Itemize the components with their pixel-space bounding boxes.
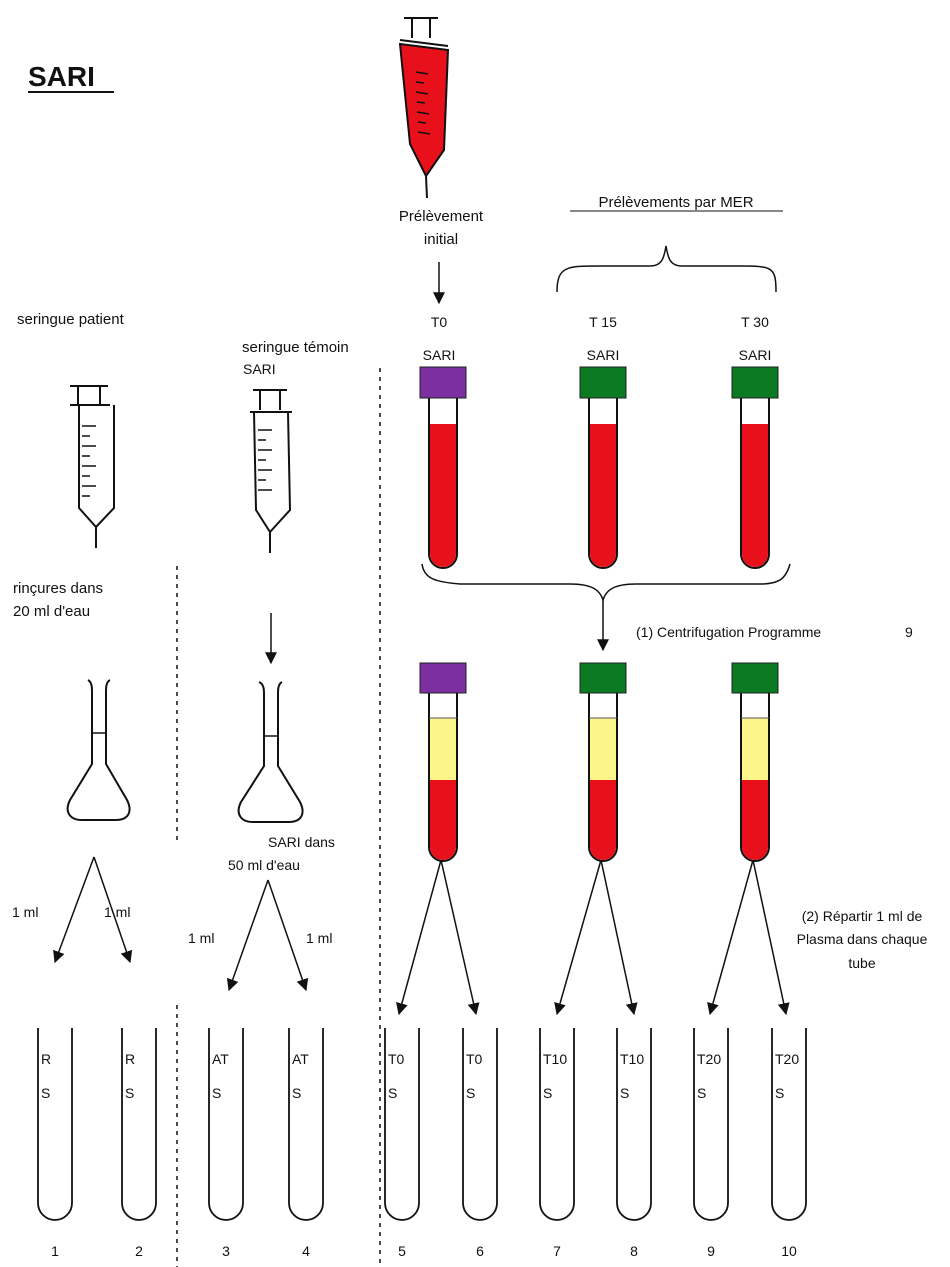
sample-tube-suffix: S [212, 1085, 221, 1101]
patient-flask-icon [66, 679, 131, 821]
sample-tube-code: T20 [697, 1051, 721, 1067]
control-syringe-label-line2: SARI [243, 361, 276, 377]
sample-tube-code: T0 [388, 1051, 405, 1067]
sample-tube-code: T10 [543, 1051, 567, 1067]
distribute-label-line2: Plasma dans chaque [797, 931, 928, 947]
sample-tube-number: 8 [630, 1243, 638, 1259]
blood-tube-1-drug: SARI [423, 347, 456, 363]
control-syringe-icon [250, 389, 292, 553]
sample-tube-outline [771, 1028, 807, 1221]
blood-tube-2-drug: SARI [587, 347, 620, 363]
split-arrows [53, 856, 790, 1016]
sample-tube-number: 10 [781, 1243, 797, 1259]
sample-tube-5: T0S 5 [384, 1028, 420, 1259]
sample-tube-number: 6 [476, 1243, 484, 1259]
sample-tube-number: 2 [135, 1243, 143, 1259]
sample-tube-outline [208, 1028, 244, 1221]
sample-tube-outline [462, 1028, 498, 1221]
centrifuged-tube-t0-icon [419, 662, 467, 862]
sample-tube-code: R [41, 1051, 51, 1067]
initial-draw-label-line2: initial [424, 231, 458, 248]
sample-tube-code: T20 [775, 1051, 799, 1067]
sample-tube-suffix: S [620, 1085, 629, 1101]
sample-tube-number: 4 [302, 1243, 310, 1259]
blood-tube-3-time: T 30 [741, 314, 769, 330]
sample-tube-number: 7 [553, 1243, 561, 1259]
centrifugation-label: (1) Centrifugation Programme [636, 624, 821, 640]
blood-tube-t15-icon [579, 366, 627, 569]
page-title: SARI [28, 61, 95, 92]
control-syringe-label-line1: seringue témoin [242, 339, 349, 356]
sample-tube-suffix: S [466, 1085, 475, 1101]
sample-tube-4: AT S 4 [288, 1028, 324, 1259]
initial-draw-label-line1: Prélèvement [399, 208, 484, 225]
sample-tube-suffix: S [41, 1085, 50, 1101]
patient-syringe-icon [70, 385, 115, 548]
sample-tube-3: AT S 3 [208, 1028, 244, 1259]
sample-tube-6: T0S 6 [462, 1028, 498, 1259]
control-flask-icon [237, 681, 304, 823]
sample-tubes: RS1RS2ATS3ATS4T0S5T0S6T10S7T10S8T20S9T20… [37, 1028, 807, 1259]
patient-syringe-label: seringue patient [17, 311, 125, 328]
rinse-label-line2: 20 ml d'eau [13, 603, 90, 620]
centrifugation-program: 9 [905, 624, 913, 640]
sample-tube-suffix: S [775, 1085, 784, 1101]
distribute-label-line1: (2) Répartir 1 ml de [802, 908, 923, 924]
sample-tube-suffix: S [697, 1085, 706, 1101]
sample-tube-outline [384, 1028, 420, 1221]
volume-label-2: 1 ml [104, 904, 130, 920]
mer-brace [556, 245, 777, 293]
sample-tube-code: R [125, 1051, 135, 1067]
sari-water-label-line1: SARI dans [268, 834, 335, 850]
sample-tube-outline [121, 1028, 157, 1221]
sample-tube-1: R S 1 [37, 1028, 73, 1259]
centrifuged-tube-t15-icon [579, 662, 627, 862]
sample-tube-number: 9 [707, 1243, 715, 1259]
sample-tube-code: AT [212, 1051, 229, 1067]
centrifugation-brace [421, 563, 791, 603]
sample-tube-outline [539, 1028, 575, 1221]
sample-tube-outline [693, 1028, 729, 1221]
mer-draws-label: Prélèvements par MER [598, 194, 753, 211]
sample-tube-number: 5 [398, 1243, 406, 1259]
blood-tube-2-time: T 15 [589, 314, 617, 330]
sample-tube-outline [37, 1028, 73, 1221]
sample-tube-code: AT [292, 1051, 309, 1067]
centrifuged-tube-t30-icon [731, 662, 779, 862]
sample-tube-2: R S 2 [121, 1028, 157, 1259]
volume-label-3: 1 ml [188, 930, 214, 946]
sample-tube-suffix: S [292, 1085, 301, 1101]
sample-tube-number: 3 [222, 1243, 230, 1259]
sample-tube-suffix: S [543, 1085, 552, 1101]
volume-label-1: 1 ml [12, 904, 38, 920]
sample-tube-suffix: S [125, 1085, 134, 1101]
sample-tube-number: 1 [51, 1243, 59, 1259]
volume-label-4: 1 ml [306, 930, 332, 946]
rinse-label-line1: rinçures dans [13, 580, 103, 597]
sample-tube-outline [616, 1028, 652, 1221]
blood-tube-t30-icon [731, 366, 779, 569]
sample-tube-code: T10 [620, 1051, 644, 1067]
blood-tube-3-drug: SARI [739, 347, 772, 363]
sample-tube-suffix: S [388, 1085, 397, 1101]
sample-tube-code: T0 [466, 1051, 483, 1067]
sample-tube-outline [288, 1028, 324, 1221]
sari-water-label-line2: 50 ml d'eau [228, 857, 300, 873]
distribute-label-line3: tube [848, 955, 875, 971]
initial-draw-syringe-icon [398, 17, 450, 199]
blood-tube-t0-icon [419, 366, 467, 569]
blood-tube-1-time: T0 [431, 314, 448, 330]
